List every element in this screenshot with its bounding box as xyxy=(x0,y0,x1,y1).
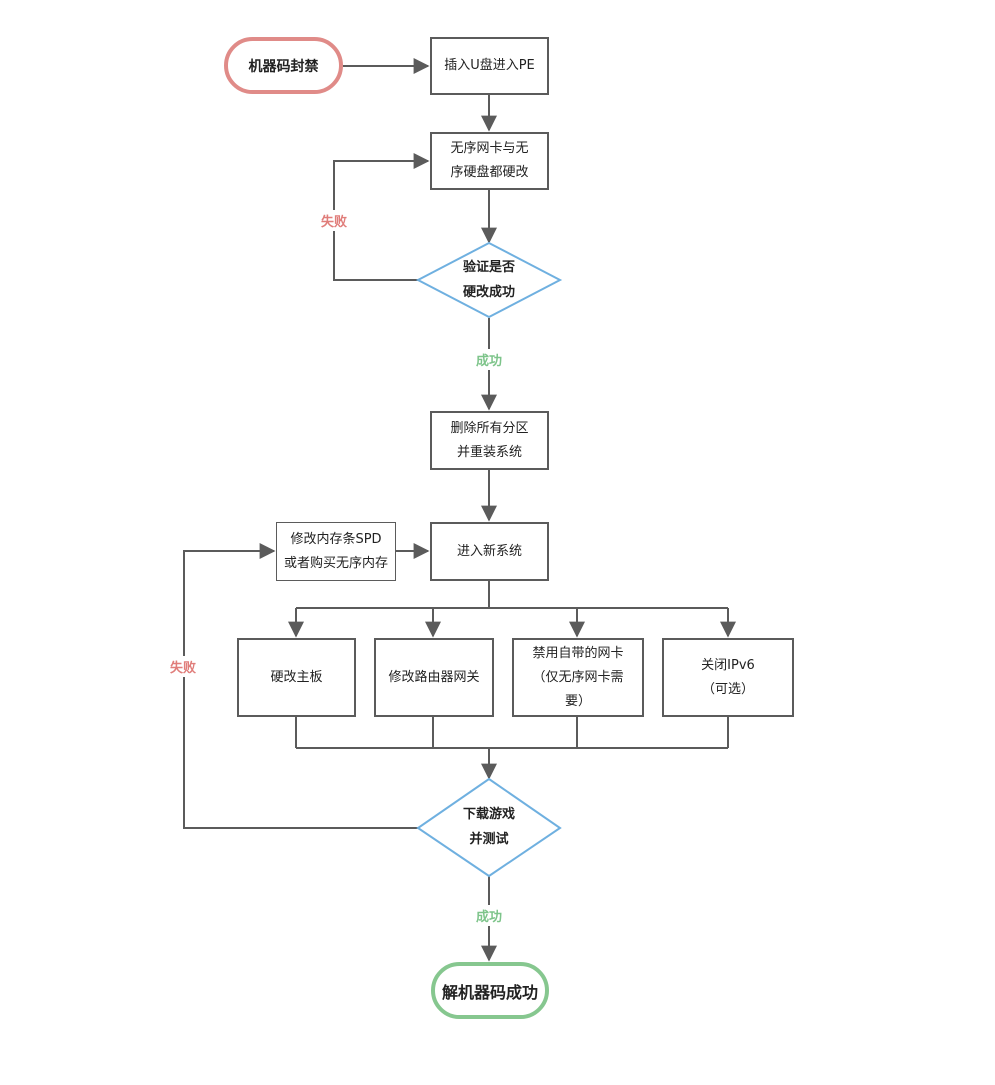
step-delete-partitions-line1: 删除所有分区 xyxy=(450,420,529,436)
decision-test-line2: 并测试 xyxy=(469,832,509,847)
decision-test-label: 下载游戏 并测试 xyxy=(429,802,549,852)
step-modify-memory-line1: 修改内存条SPD xyxy=(290,531,382,547)
start-terminator: 机器码封禁 xyxy=(224,37,343,94)
step-disable-nic-line3: 要） xyxy=(564,693,591,709)
edge-test-fail-loop xyxy=(183,543,418,829)
edge-label-success-2: 成功 xyxy=(474,905,505,926)
step-modify-nic-disk-line2: 序硬盘都硬改 xyxy=(450,165,529,180)
step-enter-new-system-label: 进入新系统 xyxy=(456,543,522,559)
edge-label-success-1: 成功 xyxy=(474,349,505,370)
decision-verify-shape xyxy=(415,241,563,319)
decision-verify-line1: 验证是否 xyxy=(462,260,515,275)
step-modify-nic-disk: 无序网卡与无 序硬盘都硬改 xyxy=(430,132,549,190)
step-disable-ipv6-line2: （可选） xyxy=(701,681,754,697)
step-modify-motherboard-label: 硬改主板 xyxy=(270,669,323,685)
step-disable-ipv6: 关闭IPv6 （可选） xyxy=(662,638,794,717)
edge-label-fail-1: 失败 xyxy=(319,210,350,231)
end-terminator: 解机器码成功 xyxy=(431,962,549,1019)
step-delete-partitions: 删除所有分区 并重装系统 xyxy=(430,411,549,470)
step-insert-usb-label: 插入U盘进入PE xyxy=(444,58,535,73)
step-insert-usb: 插入U盘进入PE xyxy=(430,37,549,95)
step-modify-nic-disk-line1: 无序网卡与无 xyxy=(450,141,529,156)
decision-verify-label: 验证是否 硬改成功 xyxy=(429,255,549,305)
start-label: 机器码封禁 xyxy=(248,58,319,75)
edge-label-fail-2: 失败 xyxy=(168,656,199,677)
step-modify-motherboard: 硬改主板 xyxy=(237,638,356,717)
decision-test-shape xyxy=(416,777,562,878)
step-disable-nic: 禁用自带的网卡 （仅无序网卡需 要） xyxy=(512,638,644,717)
end-label: 解机器码成功 xyxy=(441,982,538,1002)
step-modify-memory: 修改内存条SPD 或者购买无序内存 xyxy=(276,522,396,581)
step-disable-nic-line2: （仅无序网卡需 xyxy=(532,669,624,685)
step-delete-partitions-line2: 并重装系统 xyxy=(456,444,522,460)
step-disable-nic-line1: 禁用自带的网卡 xyxy=(532,645,624,661)
decision-verify-line2: 硬改成功 xyxy=(462,285,515,300)
step-modify-memory-line2: 或者购买无序内存 xyxy=(283,555,388,571)
step-enter-new-system: 进入新系统 xyxy=(430,522,549,581)
step-disable-ipv6-line1: 关闭IPv6 xyxy=(701,657,755,673)
decision-test-line1: 下载游戏 xyxy=(462,807,515,822)
step-modify-router: 修改路由器网关 xyxy=(374,638,494,717)
step-modify-router-label: 修改路由器网关 xyxy=(388,669,480,685)
